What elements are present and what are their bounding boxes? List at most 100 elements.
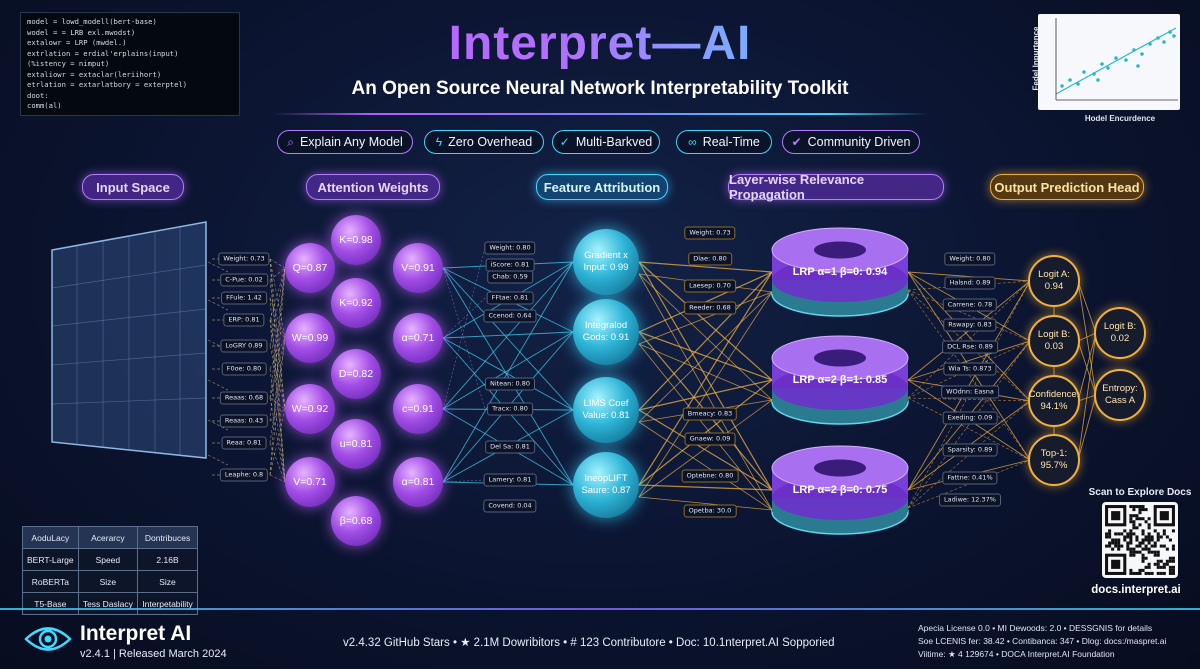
code-line: (%istency = nimput) xyxy=(27,59,110,68)
weight-label: Sparsity: 0.89 xyxy=(942,443,998,457)
attention-node: K=0.92 xyxy=(331,278,381,328)
weight-label: Carrene: 0.78 xyxy=(942,298,998,312)
loop-icon: ∞ xyxy=(688,135,697,149)
feature-label: Community Driven xyxy=(807,135,911,149)
mini-scatter-chart xyxy=(1038,14,1180,110)
feature-pill-zero-overhead[interactable]: ϟ Zero Overhead xyxy=(424,130,544,154)
lrp-layer-label: LRP α=1 β=0: 0.94 xyxy=(792,266,888,278)
attribution-node: Gradient x Input: 0.99 xyxy=(573,229,639,295)
license-line: Soe LCENIS fer: 38.42 • Contibanca: 347 … xyxy=(918,636,1167,646)
attribution-node: LIMS Coef Value: 0.81 xyxy=(573,377,639,443)
scatter-point xyxy=(1100,62,1104,66)
stage-title: Output Prediction Head xyxy=(990,174,1144,200)
table-cell: Speed xyxy=(77,548,139,571)
scatter-point xyxy=(1114,56,1118,60)
output-node: Top-1: 95.7% xyxy=(1028,434,1080,486)
bolt-icon: ϟ xyxy=(435,135,443,149)
title-underline xyxy=(272,113,928,115)
page-title: Interpret—AI xyxy=(300,14,900,74)
code-line: doot: xyxy=(27,90,49,100)
weight-label: Optebne: 0.80 xyxy=(681,469,739,483)
feature-pill-community-driven[interactable]: ✔ Community Driven xyxy=(782,130,920,154)
page-subtitle: An Open Source Neural Network Interpreta… xyxy=(351,78,849,99)
code-line: comm(al) xyxy=(27,101,62,110)
weight-label: Opetba: 30.0 xyxy=(683,504,737,518)
weight-label: Leaphe: 0.8 xyxy=(219,468,269,482)
license-line: Viitime: ★ 4 129674 • DOCA Interpret.AI … xyxy=(918,649,1115,659)
code-line: etrlation = extarlatbory = exterptel) xyxy=(27,80,188,89)
qr-code[interactable] xyxy=(1102,502,1178,578)
attention-node: K=0.98 xyxy=(331,215,381,265)
license-line: Apecia License 0.0 • MI Dewoods: 2.0 • D… xyxy=(918,623,1153,633)
weight-label: Del Sa: 0.81 xyxy=(485,440,535,454)
input-space-plane xyxy=(51,221,207,459)
scatter-point xyxy=(1162,40,1166,44)
table-cell: BERT-Large xyxy=(22,548,79,571)
scatter-point xyxy=(1156,36,1160,40)
footer-divider xyxy=(0,608,1200,610)
brand-name: Interpret AI xyxy=(80,622,192,645)
attention-node: D=0.82 xyxy=(331,349,381,399)
table-cell: Size xyxy=(77,570,139,593)
lrp-ring xyxy=(771,227,909,317)
stage-title: Layer-wise Relevance Propagation xyxy=(728,172,944,202)
lrp-layer-label: LRP α=2 β=1: 0.85 xyxy=(792,374,888,386)
table-row: RoBERTa Size Size xyxy=(22,570,198,593)
weight-label: Ccenod: 0.64 xyxy=(483,309,537,323)
scatter-point xyxy=(1106,66,1110,70)
qr-caption: Scan to Explore Docs xyxy=(1088,487,1192,498)
feature-pill-explain-any-model[interactable]: ⌕Explain Any Model xyxy=(277,130,413,154)
docs-link[interactable]: docs.interpret.ai xyxy=(1091,584,1181,596)
stage-title: Feature Attribution xyxy=(536,174,668,200)
code-line: wodel = = LRB exl.mwodst) xyxy=(27,27,136,37)
code-line: extalowr = LRP (mwdel.) xyxy=(27,38,127,47)
output-node: Entropy: Cass A xyxy=(1094,369,1146,421)
license-info: Apecia License 0.0 • MI Dewoods: 2.0 • D… xyxy=(918,622,1190,661)
attention-node: W=0.92 xyxy=(285,384,335,434)
table-cell: 2.16B xyxy=(137,548,198,571)
code-snippet-panel: model = lowd_modell(bert-base)wodel = = … xyxy=(20,12,240,116)
output-node: Logit B: 0.02 xyxy=(1094,307,1146,359)
feature-label: Zero Overhead xyxy=(448,135,533,149)
brand-version: v2.4.1 | Released March 2024 xyxy=(80,648,227,660)
weight-label: Nitean: 0.80 xyxy=(484,377,536,391)
weight-label: Laesep: 0.70 xyxy=(684,279,736,293)
attention-node: Q=0.87 xyxy=(285,243,335,293)
stage-title: Attention Weights xyxy=(306,174,440,200)
scatter-point xyxy=(1168,30,1172,34)
scatter-point xyxy=(1092,72,1096,76)
weight-label: Fattne: 0.41% xyxy=(942,471,998,485)
feature-pill-real-time[interactable]: ∞Real-Time xyxy=(676,130,772,154)
code-line: model = lowd_modell(bert-base) xyxy=(27,17,157,26)
weight-label: LoGRY 0.89 xyxy=(220,339,268,353)
check-icon: ✔ xyxy=(791,135,802,149)
attention-node: V=0.91 xyxy=(393,243,443,293)
attention-node: α=0.71 xyxy=(393,313,443,363)
attention-node: u=0.81 xyxy=(331,419,381,469)
lrp-ring xyxy=(771,335,909,425)
table-cell: Size xyxy=(137,570,198,593)
lrp-layer-label: LRP α=2 β=0: 0.75 xyxy=(792,484,888,496)
table-cell: Tess Daslacy xyxy=(77,592,139,615)
scatter-point xyxy=(1096,78,1100,82)
mini-chart-xlabel: Hodel Encurdence xyxy=(1084,114,1156,123)
scatter-point xyxy=(1060,84,1064,88)
trend-line xyxy=(1055,27,1177,95)
feature-pill-multi-barkved[interactable]: ✓Multi-Barkved xyxy=(552,130,660,154)
feature-label: Explain Any Model xyxy=(299,135,403,149)
weight-label: Weight: 0.80 xyxy=(944,252,996,266)
scatter-point xyxy=(1136,64,1140,68)
weight-label: Ladiwe: 12.37% xyxy=(939,493,1001,507)
scatter-point xyxy=(1082,70,1086,74)
table-header: Dontribuces xyxy=(137,526,198,549)
weight-label: Weight: 0.80 xyxy=(484,241,536,255)
attention-node: W=0.99 xyxy=(285,313,335,363)
weight-label: Weight: 0.73 xyxy=(218,252,270,266)
lrp-ring xyxy=(771,445,909,535)
table-row: BERT-Large Speed 2.16B xyxy=(22,548,198,571)
weight-label: Rswapy: 0.83 xyxy=(943,318,997,332)
weight-label: C-Pue: 0.02 xyxy=(220,273,268,287)
output-node: Confidence: 94.1% xyxy=(1028,375,1080,427)
